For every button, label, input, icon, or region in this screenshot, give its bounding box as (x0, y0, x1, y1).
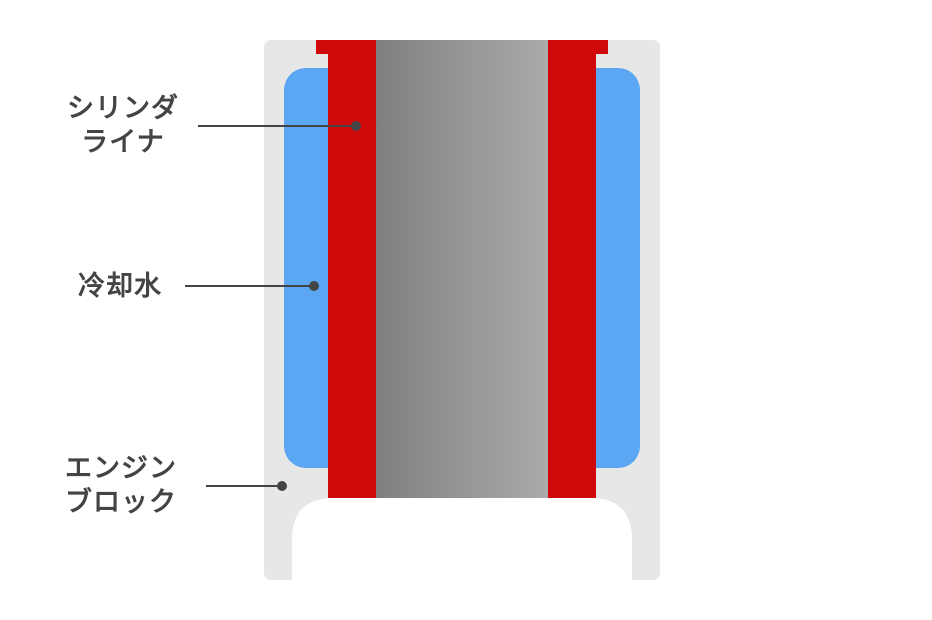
liner-right-wall (548, 40, 596, 498)
liner-left-wall (328, 40, 376, 498)
label-cylinder-liner: シリンダ ライナ (48, 92, 198, 160)
leader-dot-coolant (309, 281, 319, 291)
cylinder-bore (376, 40, 548, 498)
label-line: シリンダ (67, 93, 179, 124)
label-engine-block: エンジン ブロック (46, 452, 196, 520)
label-line: ブロック (65, 487, 177, 518)
crankcase-cutout (292, 498, 632, 580)
label-line: エンジン (65, 453, 177, 484)
leader-dot-liner (351, 121, 361, 131)
label-line: ライナ (81, 127, 165, 158)
leader-dot-block (277, 481, 287, 491)
label-coolant: 冷却水 (78, 271, 162, 302)
